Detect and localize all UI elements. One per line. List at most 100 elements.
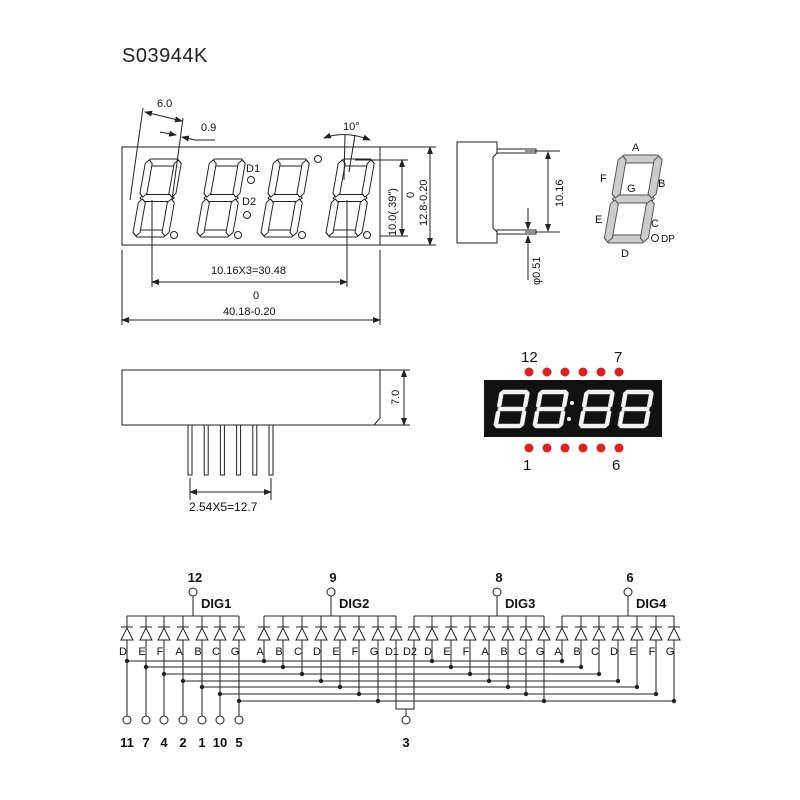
segment-b bbox=[647, 155, 663, 199]
pin bbox=[268, 424, 274, 476]
pin-dot bbox=[524, 367, 534, 377]
segment-c bbox=[604, 409, 612, 428]
pin-terminal bbox=[215, 715, 225, 725]
pin-dot bbox=[596, 367, 606, 377]
segment-c bbox=[519, 409, 527, 428]
diode-symbol bbox=[630, 626, 644, 641]
segment-a bbox=[624, 389, 654, 395]
segment-f bbox=[620, 390, 628, 409]
segment-f bbox=[203, 159, 217, 198]
pinout-display: 12 7 1 6 bbox=[484, 349, 662, 474]
common-pin-number: 9 bbox=[329, 570, 336, 585]
segment-label-f: F bbox=[600, 173, 607, 185]
colon-label-d2: D2 bbox=[242, 196, 256, 208]
dim-length-tolerance: 0 bbox=[253, 290, 259, 302]
colon-dot bbox=[567, 417, 571, 421]
colon-pin-number: 3 bbox=[402, 735, 409, 750]
diode-symbol bbox=[501, 626, 515, 641]
segment-d bbox=[579, 423, 609, 429]
seven-segment-digit bbox=[260, 158, 310, 238]
front-view: D1 D2 6.0 0.9 10° 10.16X3=30.48 bbox=[121, 98, 436, 325]
segment-e bbox=[260, 198, 274, 237]
segment-label-d: D bbox=[621, 248, 629, 260]
diode-symbol bbox=[444, 626, 458, 641]
segment-e bbox=[603, 199, 619, 243]
segment-label-c: C bbox=[651, 218, 659, 230]
pin-label-1: 1 bbox=[523, 457, 531, 474]
segment-c bbox=[558, 409, 566, 428]
segment-d bbox=[494, 423, 524, 429]
dim-pin-pitch: 2.54X5=12.7 bbox=[189, 500, 258, 514]
pin-dot bbox=[560, 367, 570, 377]
dim-pin-row-spacing: 10.16 bbox=[554, 179, 566, 207]
diode-symbol bbox=[537, 626, 551, 641]
diode-symbol bbox=[333, 626, 347, 641]
segment-label-b: B bbox=[573, 646, 580, 658]
decimal-point bbox=[170, 231, 178, 239]
segment-c bbox=[289, 198, 303, 237]
diode-symbol bbox=[592, 626, 606, 641]
digit-label: DIG2 bbox=[339, 596, 369, 611]
indicator-dot bbox=[314, 155, 322, 163]
dim-segment-width: 0.9 bbox=[201, 122, 216, 134]
segment-g bbox=[582, 406, 612, 412]
diode-symbol bbox=[352, 626, 366, 641]
diode-symbol bbox=[176, 626, 190, 641]
diode-symbol bbox=[407, 626, 421, 641]
segment-b bbox=[607, 390, 615, 409]
diode-symbol bbox=[371, 626, 385, 641]
dim-pin-diameter: φ0.51 bbox=[531, 256, 543, 285]
segment-label-f: F bbox=[463, 646, 470, 658]
segment-c bbox=[225, 198, 239, 237]
pin-dot bbox=[524, 443, 534, 453]
pin-terminal bbox=[197, 715, 207, 725]
diode-symbol bbox=[389, 626, 403, 641]
pin-terminal bbox=[188, 587, 198, 597]
common-pin-number: 6 bbox=[626, 570, 633, 585]
diode-symbol bbox=[195, 626, 209, 641]
pin bbox=[219, 424, 225, 476]
segment-pin-number: 11 bbox=[120, 735, 134, 750]
segment-label-e: E bbox=[138, 646, 145, 658]
dim-overall-length: 40.18-0.20 bbox=[223, 306, 276, 318]
segment-label-c: C bbox=[518, 646, 526, 658]
segment-f bbox=[332, 159, 346, 198]
seven-segment-digit bbox=[196, 158, 246, 238]
diode-symbol bbox=[649, 626, 663, 641]
diode-symbol bbox=[120, 626, 134, 641]
segment-f bbox=[535, 390, 543, 409]
segment-g bbox=[497, 406, 527, 412]
pin-dot bbox=[542, 443, 552, 453]
segment-label-g: G bbox=[536, 646, 545, 658]
diode-symbol bbox=[295, 626, 309, 641]
colon-dot bbox=[570, 401, 574, 405]
segment-pin-number: 4 bbox=[160, 735, 168, 750]
seven-segment-digit bbox=[617, 389, 654, 429]
digit-label: DIG4 bbox=[636, 596, 667, 611]
segment-label-a: A bbox=[481, 646, 489, 658]
segment-e bbox=[617, 409, 625, 428]
segment-c bbox=[161, 198, 175, 237]
pin-terminal bbox=[141, 715, 151, 725]
segment-g bbox=[536, 406, 566, 412]
pin-dot bbox=[560, 443, 570, 453]
segment-g bbox=[621, 406, 651, 412]
pin-terminal bbox=[623, 587, 633, 597]
segment-label-c: C bbox=[212, 646, 220, 658]
segment-a bbox=[500, 389, 530, 395]
segment-label-f: F bbox=[649, 646, 656, 658]
segment-e bbox=[132, 198, 146, 237]
decimal-point bbox=[363, 231, 371, 239]
decimal-point bbox=[298, 231, 306, 239]
segment-label-c: C bbox=[591, 646, 599, 658]
segment-label-e: E bbox=[443, 646, 450, 658]
diode-symbol bbox=[463, 626, 477, 641]
part-number-title: S03944K bbox=[122, 45, 208, 67]
pin-terminal bbox=[234, 715, 244, 725]
segment-b bbox=[561, 390, 569, 409]
diode-symbol bbox=[257, 626, 271, 641]
pin-dot bbox=[614, 367, 624, 377]
digit-label: DIG1 bbox=[201, 596, 231, 611]
segment-e bbox=[196, 198, 210, 237]
